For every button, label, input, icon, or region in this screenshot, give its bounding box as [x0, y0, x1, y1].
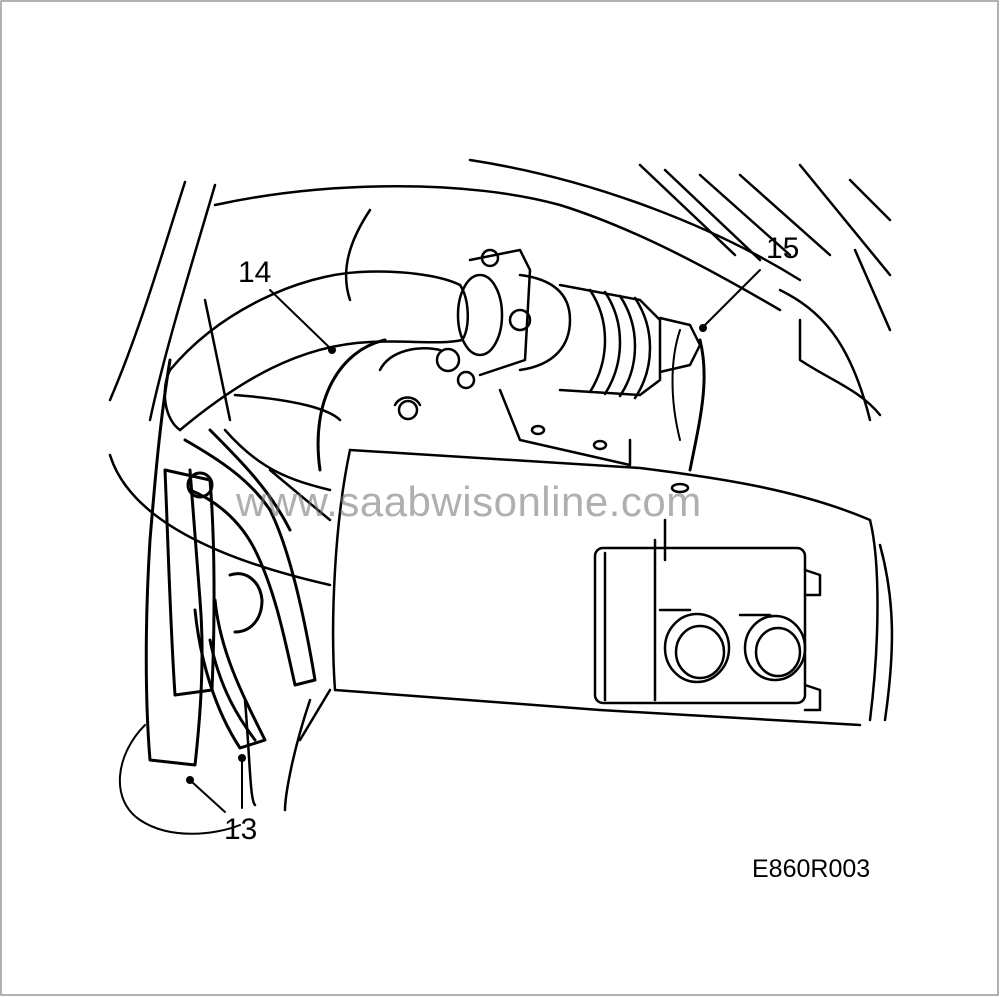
coolant-hose	[163, 270, 469, 432]
callout-13: 13	[224, 813, 258, 846]
heater-housing	[331, 448, 879, 727]
callout-15: 15	[766, 232, 800, 265]
callout-14: 14	[238, 256, 272, 289]
hose-clamp-pliers	[144, 358, 317, 767]
pump-body	[378, 248, 702, 467]
body-panel	[108, 158, 894, 812]
wiring	[316, 329, 706, 472]
leader-lines	[186, 269, 761, 813]
detail-circle	[119, 724, 241, 835]
figure-code: E860R003	[752, 855, 871, 883]
watermark-text: www.saabwisonline.com	[236, 478, 702, 525]
